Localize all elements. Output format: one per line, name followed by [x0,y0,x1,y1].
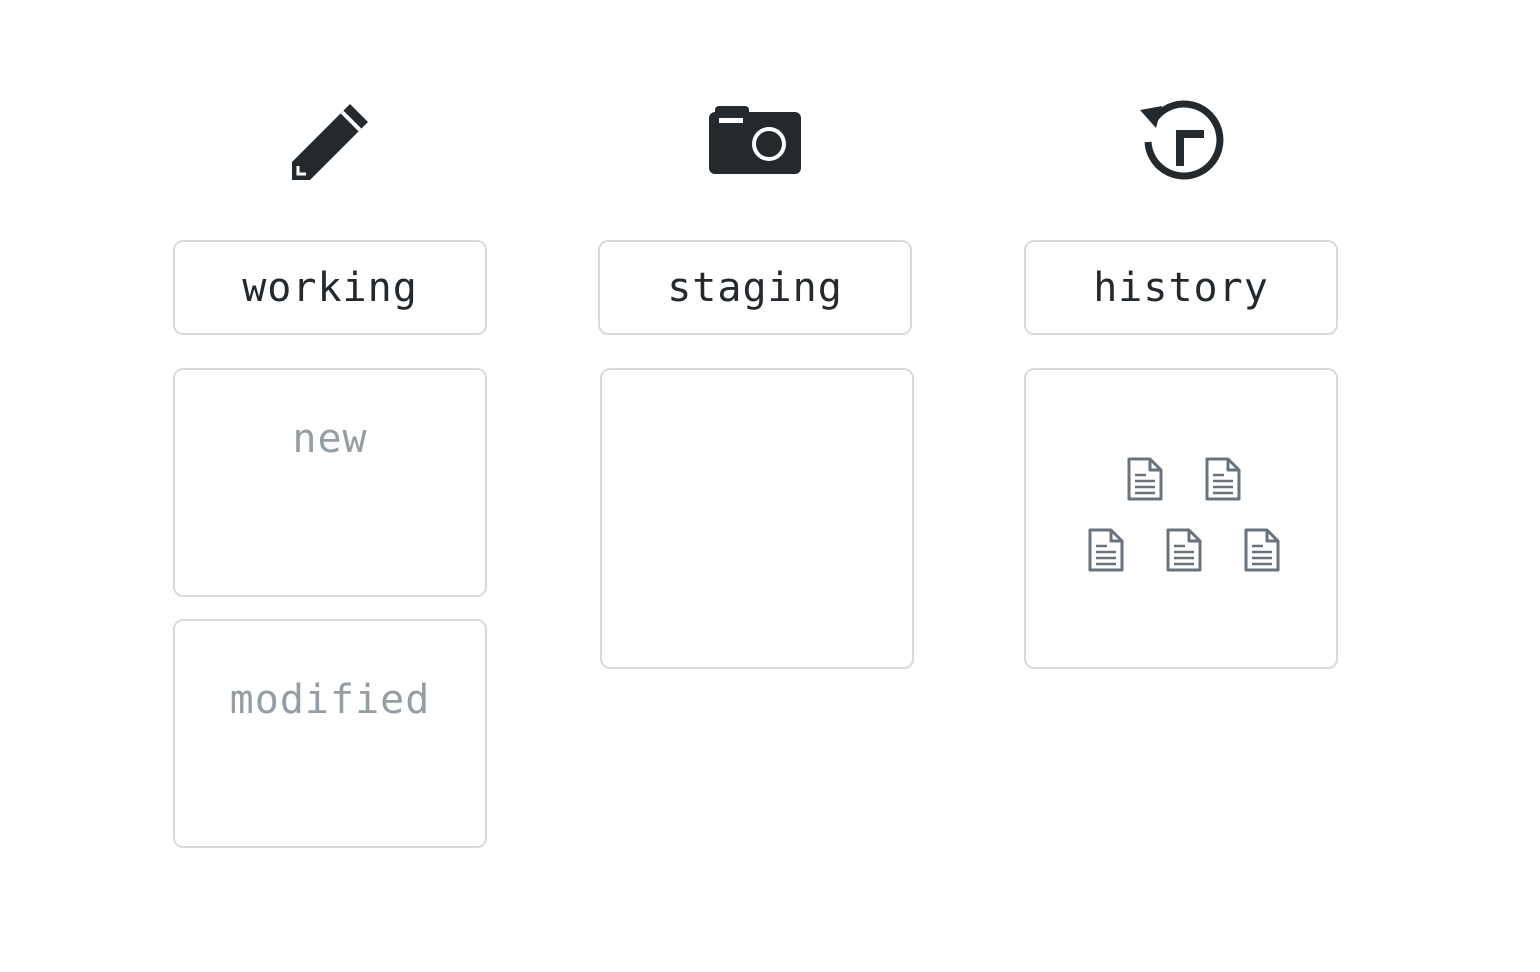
history-title: history [1093,264,1269,311]
new-label: new [292,416,368,462]
staging-title: staging [667,264,843,311]
pencil-icon [288,100,374,182]
modified-label: modified [229,677,431,723]
working-title: working [242,264,418,311]
working-title-box: working [173,240,487,335]
camera-icon [709,104,803,176]
document-icon [1204,456,1242,502]
document-icon [1243,527,1281,573]
history-content-box [1024,368,1338,669]
staging-title-box: staging [598,240,912,335]
document-icon [1165,527,1203,573]
working-new-box: new [173,368,487,597]
history-icon [1138,98,1224,184]
working-modified-box: modified [173,619,487,848]
history-title-box: history [1024,240,1338,335]
document-icon [1126,456,1164,502]
document-icon [1087,527,1125,573]
staging-content-box [600,368,914,669]
